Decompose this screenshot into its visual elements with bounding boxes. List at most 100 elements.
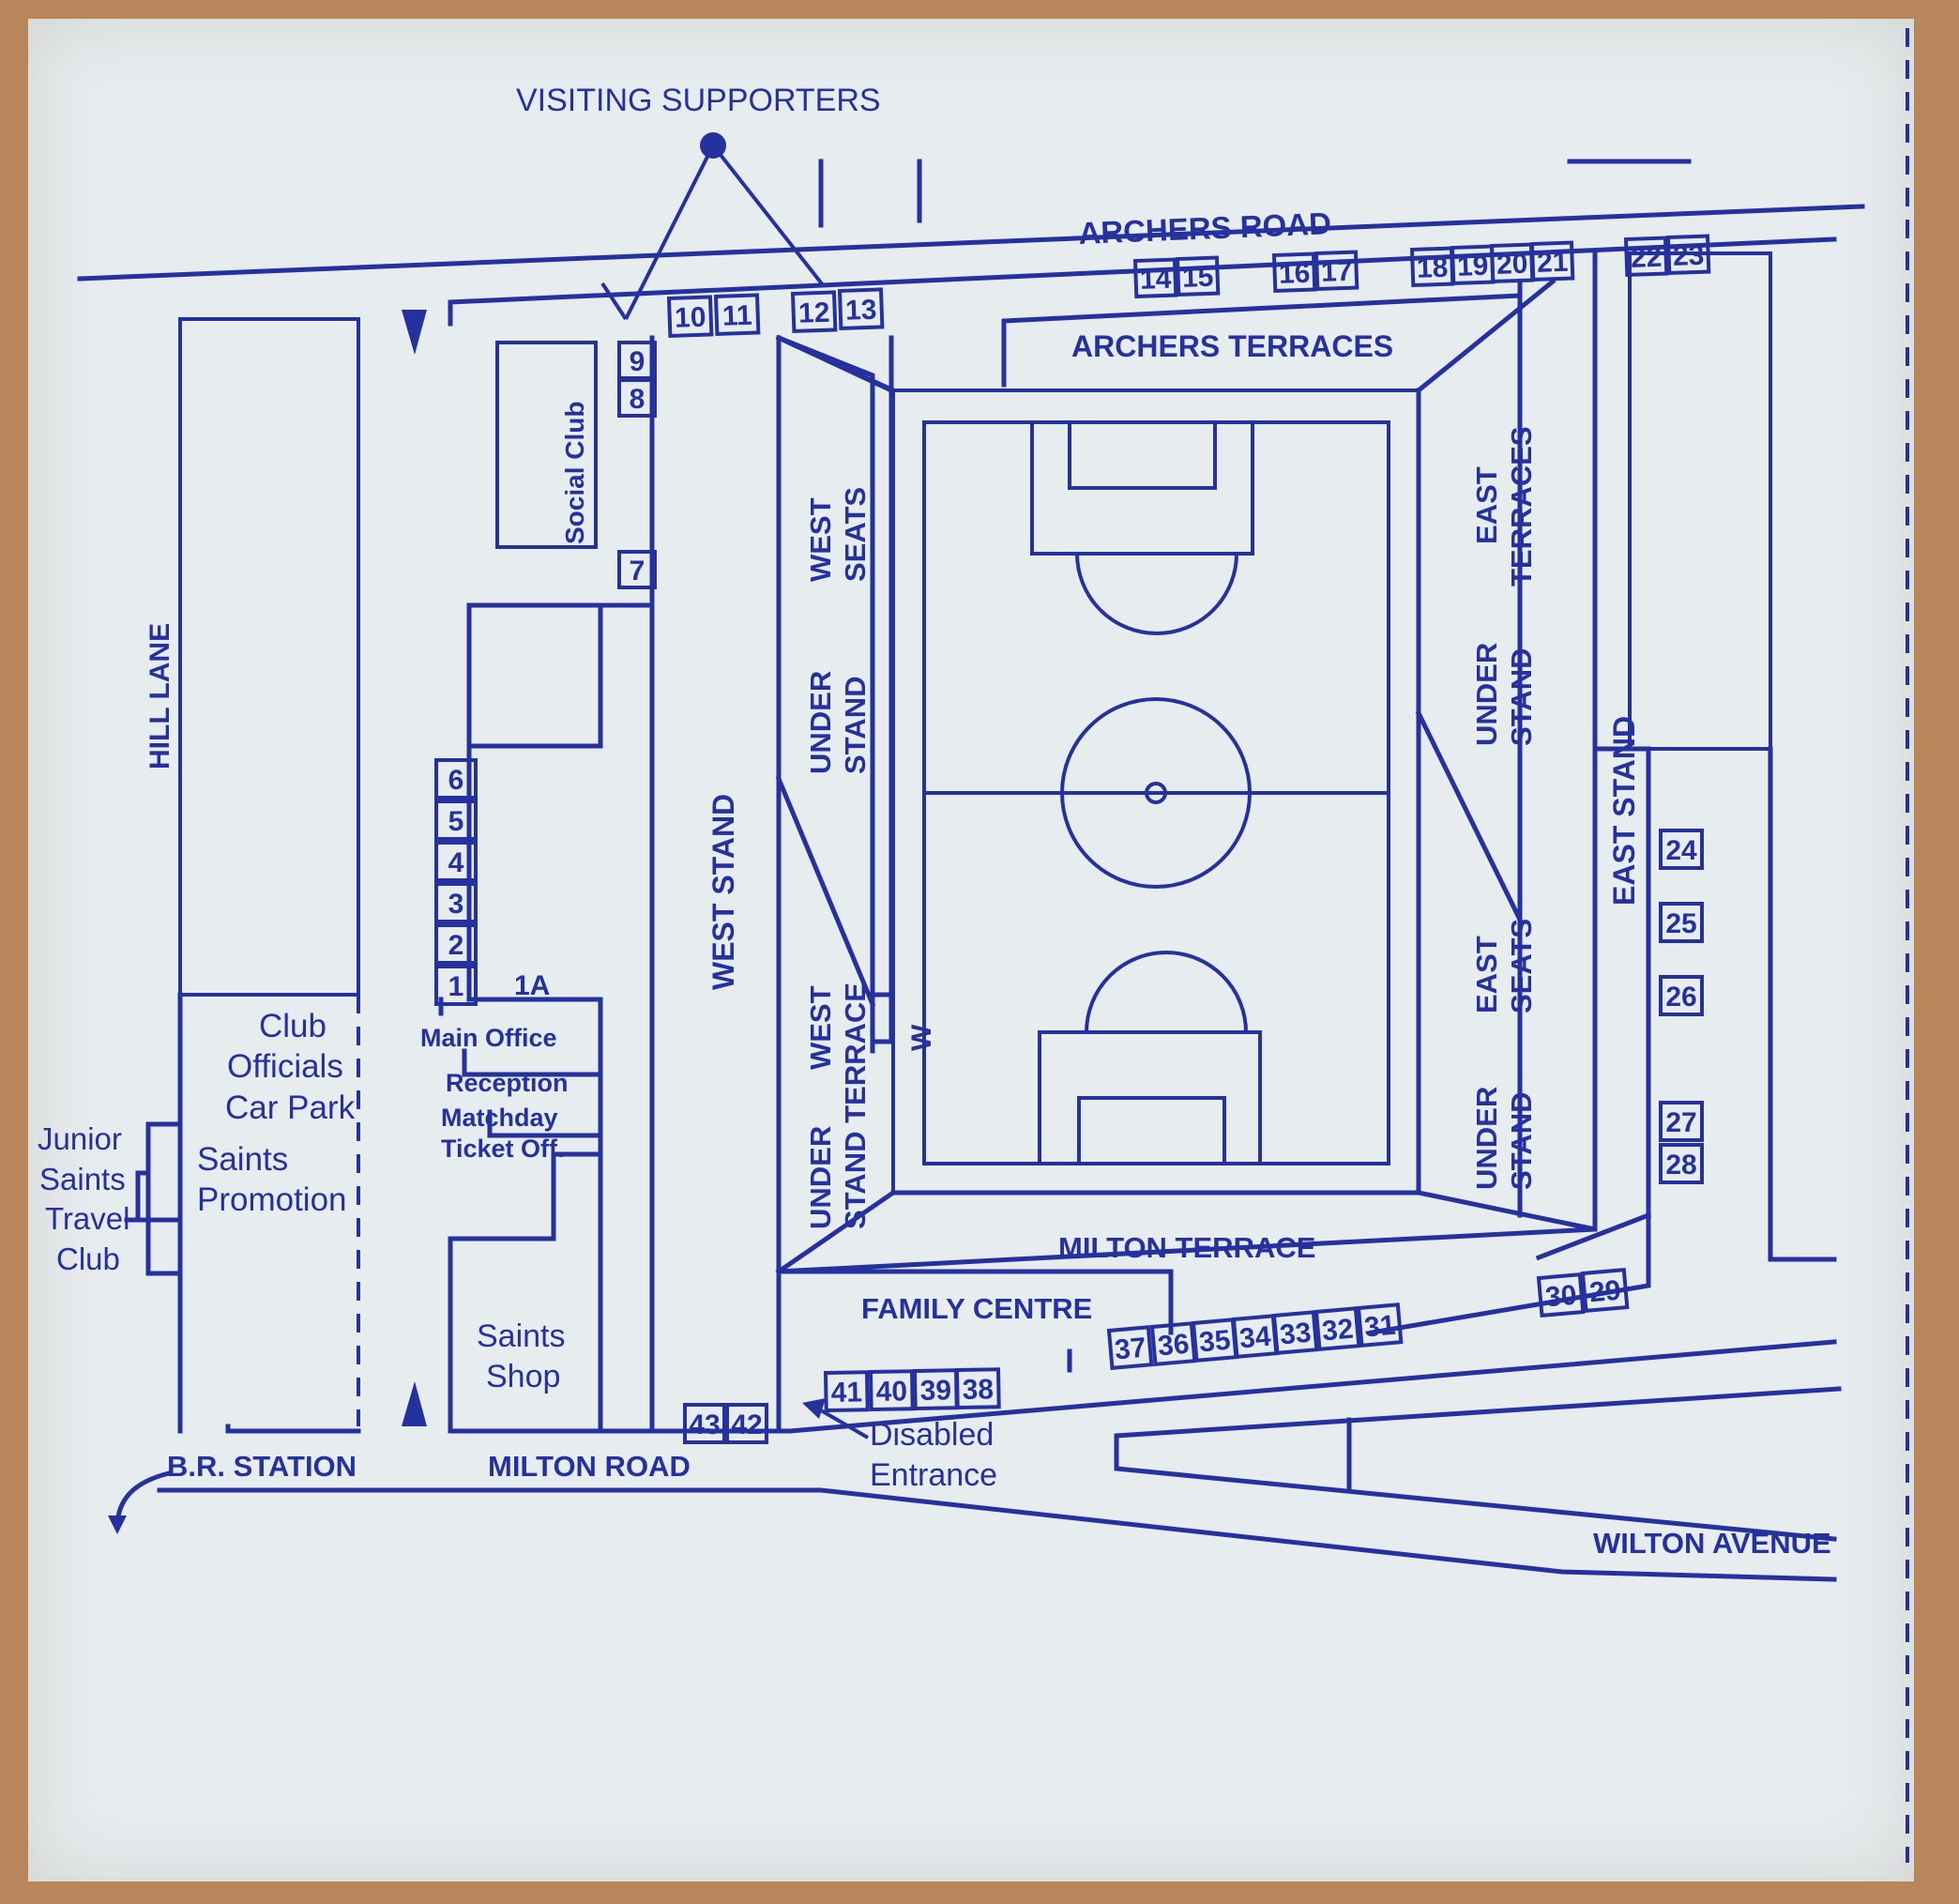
gate-number: 10 xyxy=(674,302,706,334)
gate-box xyxy=(1314,1306,1361,1352)
west-seats-label-1: WEST xyxy=(804,497,837,582)
gate-30: 30 xyxy=(1536,1272,1586,1318)
gate-2: 2 xyxy=(434,923,478,965)
saints-promotion-label-1: Saints xyxy=(197,1141,288,1178)
bottom-penalty-arc xyxy=(1085,951,1248,1033)
gate-number: 39 xyxy=(919,1375,951,1407)
hill-lane-label: HILL LANE xyxy=(144,623,175,769)
gate-12: 12 xyxy=(790,290,838,334)
gate-number: 36 xyxy=(1157,1329,1191,1363)
under-stand-lower-right-label-1: UNDER xyxy=(1470,1087,1503,1190)
gate-box xyxy=(823,1370,870,1413)
west-seats-label-2: SEATS xyxy=(839,487,872,582)
saints-promotion-label-2: Promotion xyxy=(197,1181,347,1218)
reception-bracket xyxy=(462,1048,603,1077)
gate-26: 26 xyxy=(1659,975,1704,1016)
w-marker-label: W xyxy=(906,1024,937,1051)
gate-box xyxy=(1623,236,1669,278)
archers-road-label: ARCHERS ROAD xyxy=(1078,206,1332,251)
gate-box xyxy=(434,923,478,965)
archers-terraces-label: ARCHERS TERRACES xyxy=(1071,329,1393,363)
gate-number: 14 xyxy=(1139,264,1172,296)
milton-terrace-left-diag xyxy=(775,1189,897,1275)
gate-29: 29 xyxy=(1580,1267,1630,1314)
terraces-left-diagonal xyxy=(775,334,897,394)
gate-number: 23 xyxy=(1672,240,1705,272)
gate-number: 37 xyxy=(1114,1333,1147,1366)
gate-11: 11 xyxy=(713,293,761,337)
centre-spot xyxy=(1145,782,1167,804)
gate-box xyxy=(617,378,657,418)
junior-saints-label-4: Club xyxy=(56,1241,120,1276)
br-station-label: B.R. STATION xyxy=(167,1450,357,1483)
gate-41: 41 xyxy=(823,1370,870,1413)
gate-box xyxy=(1659,1143,1704,1184)
gate-38: 38 xyxy=(954,1367,1001,1410)
junior-saints-label-1: Junior xyxy=(38,1121,122,1156)
gate-33: 33 xyxy=(1271,1310,1319,1356)
gate-number: 30 xyxy=(1544,1280,1578,1314)
br-station-arrow-head xyxy=(108,1516,127,1534)
east-outer-wall xyxy=(1768,746,1837,1262)
gate-number: 33 xyxy=(1279,1318,1313,1351)
gate-box xyxy=(434,758,478,800)
ticket-office-label-2: Ticket Off. xyxy=(441,1135,565,1163)
gate-box xyxy=(1659,975,1704,1016)
under-stand-terrace-label-3: WEST xyxy=(804,985,837,1070)
gate-16: 16 xyxy=(1271,251,1317,294)
gate-box xyxy=(1536,1272,1586,1318)
hill-lane-down-arrow xyxy=(402,310,427,355)
visiting-line-3 xyxy=(600,282,628,321)
gate-box xyxy=(1271,251,1317,294)
centre-circle xyxy=(1060,697,1252,889)
gate-7: 7 xyxy=(617,550,657,589)
gate-3: 3 xyxy=(434,882,478,923)
top-goal-box xyxy=(1068,420,1217,490)
gate-number: 16 xyxy=(1278,258,1311,290)
stand-outline xyxy=(598,602,655,1434)
hill-lane-up-arrow xyxy=(402,1381,427,1426)
car-park-label-3: Car Park xyxy=(225,1089,356,1126)
social-club-building xyxy=(495,341,598,549)
under-stand-right-label-1: UNDER xyxy=(1470,643,1503,746)
gate-number: 35 xyxy=(1198,1325,1232,1359)
gate-number: 26 xyxy=(1665,982,1696,1013)
gate-box xyxy=(1659,829,1704,870)
visiting-supporters-label: VISITING SUPPORTERS xyxy=(516,83,881,118)
gate-39: 39 xyxy=(912,1368,959,1411)
gate-21: 21 xyxy=(1529,240,1575,282)
terraces-right-diagonal xyxy=(1415,278,1557,394)
gate-number: 42 xyxy=(731,1409,762,1440)
east-understand-diagonal xyxy=(1415,709,1524,923)
gate-box xyxy=(837,287,885,331)
east-seats-label-1: EAST xyxy=(1470,936,1503,1013)
gate-number: 12 xyxy=(797,297,830,329)
gate-34: 34 xyxy=(1231,1314,1279,1360)
gate-number: 8 xyxy=(630,384,645,415)
gate-box xyxy=(868,1369,915,1412)
gate-box xyxy=(1132,257,1178,299)
gate-box xyxy=(1659,902,1704,943)
gate-number: 4 xyxy=(448,847,464,878)
family-centre-outline xyxy=(776,1269,1174,1335)
travel-club-box xyxy=(145,1121,183,1276)
gate-1a: 1A xyxy=(514,970,550,1001)
hill-lane-block xyxy=(178,317,360,997)
east-seats-label-2: SEATS xyxy=(1505,919,1538,1013)
east-stand-label: EAST STAND xyxy=(1607,716,1641,906)
gate-number: 7 xyxy=(630,556,645,586)
gate-box xyxy=(617,550,657,589)
gate-box xyxy=(790,290,838,334)
milton-terrace-label: MILTON TERRACE xyxy=(1058,1231,1315,1264)
social-club-label: Social Club xyxy=(560,402,589,544)
gate-number: 27 xyxy=(1665,1107,1696,1138)
gate-number: 28 xyxy=(1665,1150,1696,1180)
gate-18: 18 xyxy=(1409,246,1455,288)
junior-saints-label-2: Saints xyxy=(39,1162,126,1196)
gate-box xyxy=(434,882,478,923)
gate-box xyxy=(1106,1325,1154,1371)
gate-23: 23 xyxy=(1665,234,1711,276)
stadium-south-wall xyxy=(448,1339,1837,1434)
